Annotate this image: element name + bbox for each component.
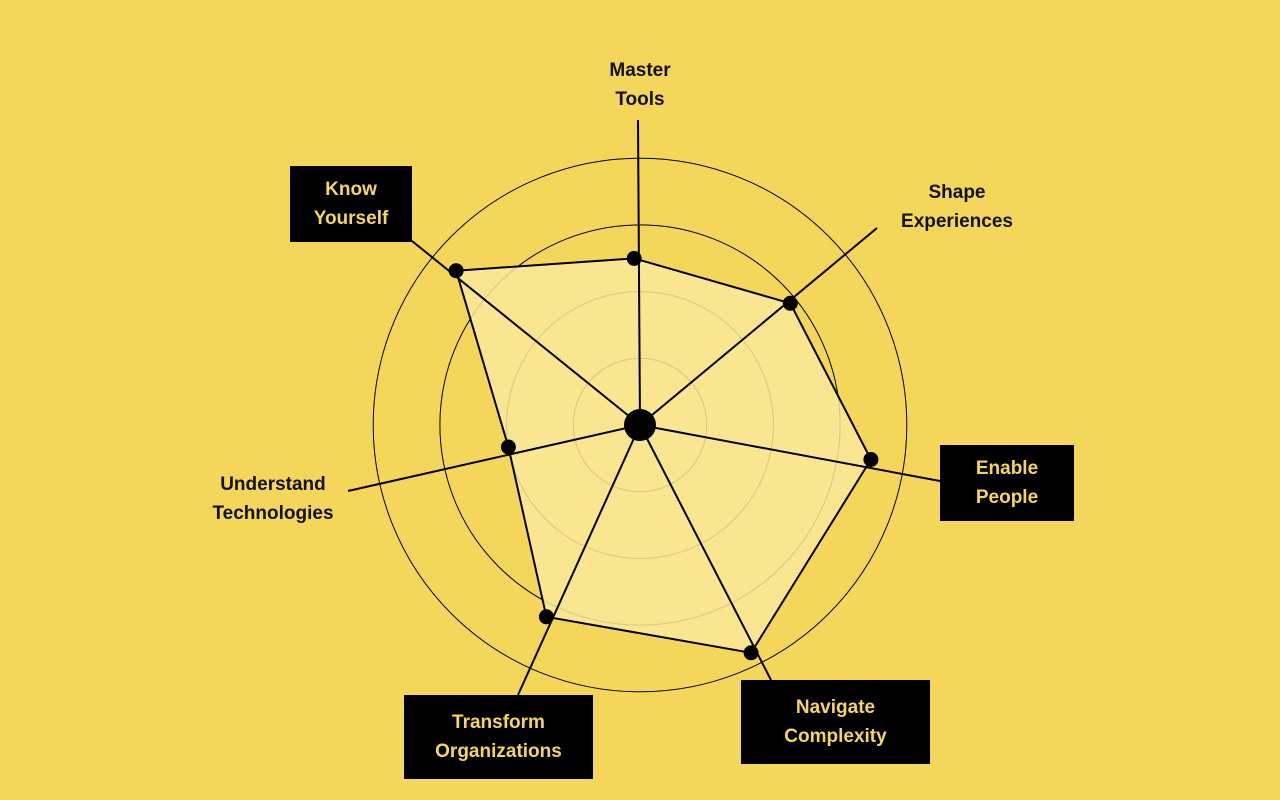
axis-spoke xyxy=(347,424,641,492)
data-point xyxy=(448,263,464,279)
data-polygon xyxy=(455,257,872,654)
axis-label-line: Yourself xyxy=(313,208,389,229)
axis-label-navigate-complexity: Navigate Complexity xyxy=(741,680,930,764)
axis-label-line: Technologies xyxy=(212,503,334,524)
axis-label-line: Organizations xyxy=(435,741,562,762)
center-hub xyxy=(624,409,656,441)
data-point xyxy=(782,295,798,311)
axis-label-shape-experiences: Shape Experiences xyxy=(887,178,1027,236)
axis-label-line: Know xyxy=(325,179,377,200)
axis-spoke xyxy=(517,424,641,696)
axis-label-line: Understand xyxy=(220,474,326,495)
axis-label-line: Navigate xyxy=(795,697,876,718)
axis-spoke xyxy=(639,227,878,426)
data-point xyxy=(626,250,642,266)
axis-label-line: Tools xyxy=(615,89,665,110)
axis-spoke xyxy=(639,424,772,681)
data-point xyxy=(743,645,759,661)
axis-label-enable-people: Enable People xyxy=(940,445,1074,521)
grid-ring xyxy=(372,157,908,693)
axis-label-transform-organizations: Transform Organizations xyxy=(404,695,593,779)
axis-label-line: People xyxy=(975,487,1039,508)
axis-spoke xyxy=(637,119,641,426)
axis-label-know-yourself: Know Yourself xyxy=(290,166,412,242)
axis-label-understand-technologies: Understand Technologies xyxy=(198,470,348,528)
axis-label-line: Transform xyxy=(452,712,545,733)
axis-label-line: Shape xyxy=(928,182,986,203)
data-point xyxy=(500,439,516,455)
data-point xyxy=(863,452,879,467)
axis-label-line: Enable xyxy=(975,458,1039,479)
axis-label-line: Complexity xyxy=(784,726,887,747)
data-point xyxy=(538,609,554,625)
axis-spoke xyxy=(639,424,941,482)
axis-label-master-tools: Master Tools xyxy=(580,56,700,114)
axis-label-line: Master xyxy=(609,60,671,81)
axis-label-line: Experiences xyxy=(901,211,1013,232)
